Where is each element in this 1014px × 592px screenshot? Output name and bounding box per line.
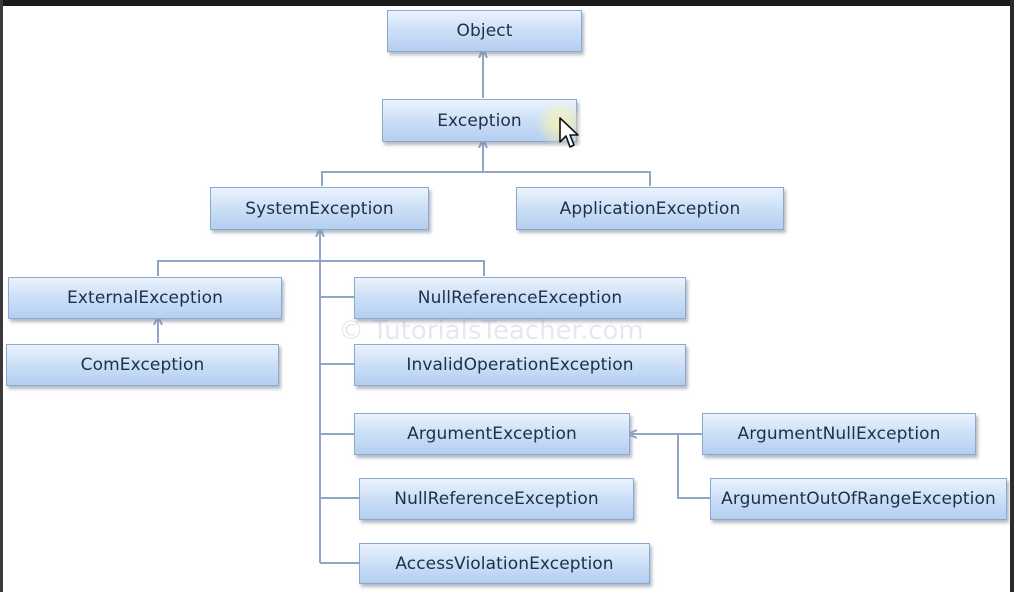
- node-system-exception: SystemException: [210, 187, 429, 230]
- node-argument-exception: ArgumentException: [354, 413, 630, 455]
- node-null-reference-exception-2: NullReferenceException: [359, 478, 634, 520]
- node-invalid-operation-exception: InvalidOperationException: [354, 344, 686, 386]
- right-frame-edge: [1010, 0, 1014, 592]
- watermark: © TutorialsTeacher.com: [338, 316, 644, 346]
- top-frame-edge: [0, 0, 1014, 6]
- left-frame-edge: [0, 0, 3, 592]
- edge-system-application-bus: [321, 171, 651, 186]
- edge-argoutofrange-to-argument: [677, 434, 710, 499]
- mouse-pointer-icon: [559, 117, 579, 148]
- node-com-exception: ComException: [6, 344, 279, 386]
- node-argument-null-exception: ArgumentNullException: [702, 413, 976, 455]
- node-application-exception: ApplicationException: [516, 187, 784, 230]
- node-argument-out-of-range-exception: ArgumentOutOfRangeException: [710, 478, 1007, 520]
- node-access-violation-exception: AccessViolationException: [359, 543, 650, 584]
- node-object: Object: [387, 10, 582, 52]
- node-external-exception: ExternalException: [8, 277, 282, 319]
- node-null-reference-exception-1: NullReferenceException: [354, 277, 686, 319]
